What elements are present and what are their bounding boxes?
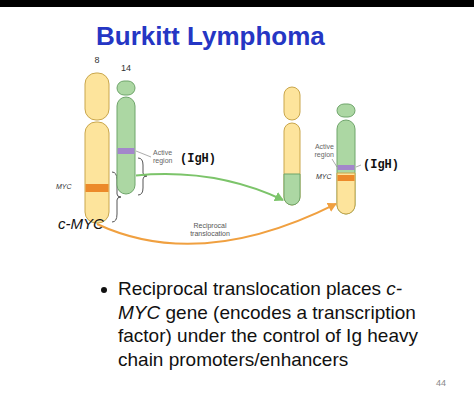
bullet-text: Reciprocal translocation places c-MYC ge… (118, 277, 436, 371)
translocation-arrow (97, 204, 336, 244)
chromosome-outline (336, 103, 356, 215)
bullet-dot (101, 287, 107, 293)
chromosome-part (356, 165, 361, 167)
chromosome-8: 8MYCc-MYC (84, 72, 110, 224)
chromosome-part (284, 174, 300, 205)
chromosome-outline (84, 72, 110, 224)
chromosome-part (332, 159, 337, 167)
derivative-chromosome-8 (283, 86, 301, 206)
chromosome-part (337, 120, 355, 214)
chromosome-number: 8 (84, 56, 110, 66)
chromosome-outline (116, 80, 136, 195)
region-label: Active region (306, 143, 334, 158)
top-bar (0, 0, 474, 7)
gene-label: MYC (316, 173, 334, 181)
chromosome-part (136, 151, 151, 157)
slide-title: Burkitt Lymphoma (96, 21, 325, 52)
bracket (138, 158, 147, 195)
chromosome-part (284, 87, 300, 120)
chromosome-part (337, 173, 355, 214)
chromosome-part (85, 73, 109, 120)
chromosome-number: 14 (116, 64, 136, 74)
chromosome-part (337, 104, 355, 117)
page-number: 44 (436, 378, 446, 388)
locus-label: (IgH) (363, 159, 399, 172)
chromosome-part (338, 165, 355, 170)
translocation-arrow (136, 174, 283, 200)
chromosome-part (118, 148, 135, 154)
gene-label: MYC (56, 183, 80, 191)
chromosome-part (117, 81, 135, 95)
chromosome-part (338, 175, 355, 181)
derivative-chromosome-14: Active regionMYC(IgH) (336, 103, 356, 215)
locus-label: (IgH) (180, 153, 216, 166)
chromosome-part (284, 123, 300, 205)
edge-label: Reciprocal translocation (180, 222, 240, 238)
gene-name-italic: c-MYC (118, 278, 402, 323)
chromosome-part (117, 97, 135, 194)
chromosome-outline (283, 86, 301, 206)
chromosome-part (86, 184, 109, 192)
chromosome-part (85, 122, 109, 223)
chromosome-14: 14Active region(IgH) (116, 80, 136, 195)
region-label: Active region (153, 149, 179, 164)
